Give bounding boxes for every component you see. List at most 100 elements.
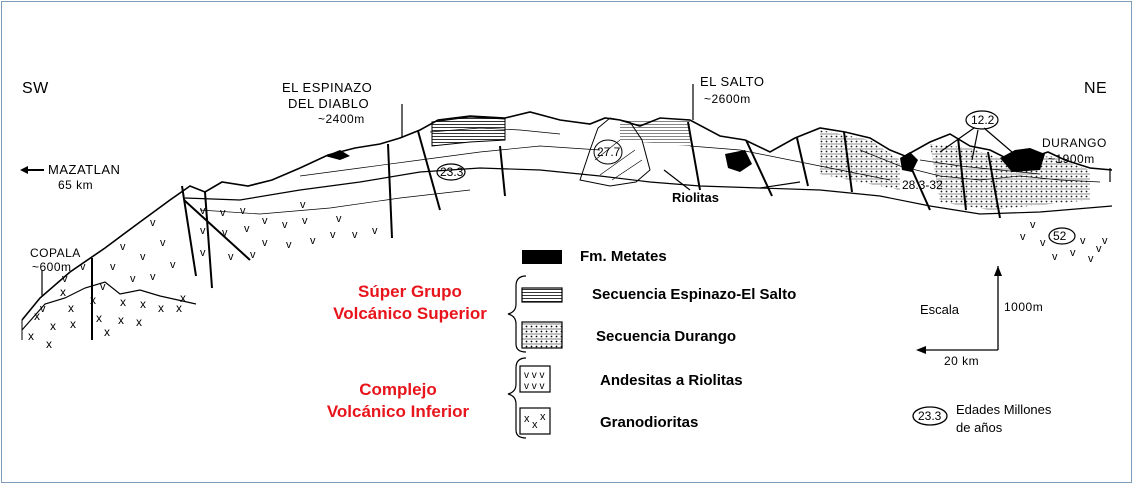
andesite-v-symbol: v bbox=[1096, 243, 1102, 255]
espinazo-label-1: EL ESPINAZO bbox=[282, 80, 373, 95]
granodiorite-x-symbol: x bbox=[60, 285, 66, 299]
granodiorite-x-symbol: x bbox=[46, 337, 52, 351]
andesite-v-symbol: v bbox=[336, 213, 342, 225]
andesite-v-symbol: v bbox=[352, 229, 358, 241]
riolitas-label: Riolitas bbox=[672, 190, 719, 205]
andesite-v-symbol: v bbox=[120, 241, 126, 253]
granodiorite-x-symbol: x bbox=[96, 311, 102, 325]
sw-label: SW bbox=[22, 80, 49, 97]
granodiorite-x-symbol: x bbox=[34, 309, 40, 323]
granodiorite-x-symbol: x bbox=[120, 295, 126, 309]
legend-andesitas: Andesitas a Riolitas bbox=[600, 372, 743, 389]
legend-durango: Secuencia Durango bbox=[596, 328, 737, 345]
legend-age-symbol: 23.3 bbox=[918, 409, 942, 423]
andesite-v-symbol: v bbox=[220, 207, 226, 219]
svg-text:x: x bbox=[532, 419, 538, 431]
upper-base-line bbox=[184, 167, 1113, 215]
terrain-profile bbox=[21, 111, 1113, 321]
andesite-v-symbol: v bbox=[228, 251, 234, 263]
age-23-3: 23.3 bbox=[440, 165, 464, 179]
andesite-v-symbol: v bbox=[330, 229, 336, 241]
copala-label: COPALA bbox=[30, 246, 81, 260]
andesite-v-symbol: v bbox=[286, 239, 292, 251]
andesite-v-symbol: v bbox=[1088, 253, 1094, 265]
legend-ages-2: de años bbox=[956, 420, 1003, 435]
andesite-v-symbol: v bbox=[80, 261, 86, 273]
ne-label: NE bbox=[1084, 80, 1108, 97]
age-52: 52 bbox=[1053, 229, 1067, 243]
andesite-v-symbol: v bbox=[310, 235, 316, 247]
scale-horizontal: 20 km bbox=[944, 354, 980, 368]
andesite-v-symbol: v bbox=[244, 223, 250, 235]
granodiorite-x-symbol: x bbox=[136, 315, 142, 329]
andesite-v-symbol: v bbox=[160, 237, 166, 249]
granodiorite-x-symbol: x bbox=[180, 291, 186, 305]
legend-braces bbox=[507, 275, 527, 439]
granodiorite-x-symbol: x bbox=[50, 319, 56, 333]
scale-title: Escala bbox=[920, 302, 960, 317]
legend-swatches: v v v v v v x x x bbox=[519, 250, 563, 435]
andesite-v-symbol: v bbox=[282, 219, 288, 231]
granodiorite-x-symbol: x bbox=[118, 313, 124, 327]
super-group-title-2: Volcánico Superior bbox=[333, 304, 487, 323]
salto-label-1: EL SALTO bbox=[700, 74, 765, 89]
andesite-v-symbol: v bbox=[140, 251, 146, 263]
legend-espinazo: Secuencia Espinazo-El Salto bbox=[592, 286, 797, 303]
andesite-v-symbol: v bbox=[262, 215, 268, 227]
age-12-2: 12.2 bbox=[971, 113, 995, 127]
andesite-v-symbol: v bbox=[200, 225, 206, 237]
scale-vertical: 1000m bbox=[1004, 300, 1044, 314]
andesite-v-symbol: v bbox=[300, 199, 306, 211]
svg-text:x: x bbox=[540, 411, 546, 423]
granodiorite-x-symbol: x bbox=[104, 325, 110, 339]
durango-elevation: ~1900m bbox=[1048, 152, 1095, 166]
andesite-v-symbol: v bbox=[1102, 235, 1108, 247]
inferior-complex-title-1: Complejo bbox=[359, 380, 437, 399]
granodiorite-x-symbol: x bbox=[90, 293, 96, 307]
espinazo-label-2: DEL DIABLO bbox=[288, 96, 370, 111]
granite-contact bbox=[21, 281, 197, 331]
andesite-v-symbol: v bbox=[200, 247, 206, 259]
legend-ages-1: Edades Millones bbox=[956, 402, 1052, 417]
granodiorite-x-symbol: x bbox=[158, 301, 164, 315]
andesite-v-symbol: v bbox=[150, 271, 156, 283]
granodiorite-x-symbol: x bbox=[68, 301, 74, 315]
salto-label-2: ~2600m bbox=[704, 92, 751, 106]
andesite-v-symbol: v bbox=[250, 249, 256, 261]
copala-elevation: ~600m bbox=[32, 260, 72, 274]
andesite-v-symbol: v bbox=[110, 261, 116, 273]
andesite-v-symbol: v bbox=[222, 227, 228, 239]
faults bbox=[91, 121, 1001, 340]
andesite-v-symbol: v bbox=[130, 273, 136, 285]
granodiorite-x-symbol: x bbox=[140, 297, 146, 311]
andesite-v-symbol: v bbox=[170, 259, 176, 271]
andesite-v-symbol: v bbox=[262, 237, 268, 249]
andesite-v-symbol: v bbox=[62, 273, 68, 285]
andesite-v-symbol: v bbox=[1070, 247, 1076, 259]
scale-bar bbox=[916, 266, 1002, 354]
granodiorite-x-symbol: x bbox=[70, 317, 76, 331]
durango-label: DURANGO bbox=[1042, 136, 1107, 150]
andesite-v-symbol: v bbox=[200, 205, 206, 217]
andesite-v-symbol: v bbox=[1080, 235, 1086, 247]
andesite-v-symbol: v bbox=[1040, 237, 1046, 249]
age-27-7: 27.7 bbox=[597, 145, 621, 159]
andesite-v-symbol: v bbox=[150, 217, 156, 229]
svg-text:v v v: v v v bbox=[524, 381, 545, 392]
super-group-title-1: Súper Grupo bbox=[358, 282, 462, 301]
legend-metates: Fm. Metates bbox=[580, 248, 667, 265]
andesite-v-symbol: v bbox=[40, 303, 46, 315]
andesite-v-symbol: v bbox=[1052, 251, 1058, 263]
andesite-v-symbol: v bbox=[302, 215, 308, 227]
mazatlan-arrow-icon bbox=[20, 166, 44, 174]
andesite-v-symbol: v bbox=[372, 225, 378, 237]
andesite-v-symbol: v bbox=[240, 205, 246, 217]
age-28-32: 28.3-32 bbox=[902, 178, 943, 192]
inferior-complex-title-2: Volcánico Inferior bbox=[326, 402, 470, 421]
espinazo-label-3: ~2400m bbox=[318, 112, 365, 126]
svg-text:v v v: v v v bbox=[524, 370, 545, 381]
